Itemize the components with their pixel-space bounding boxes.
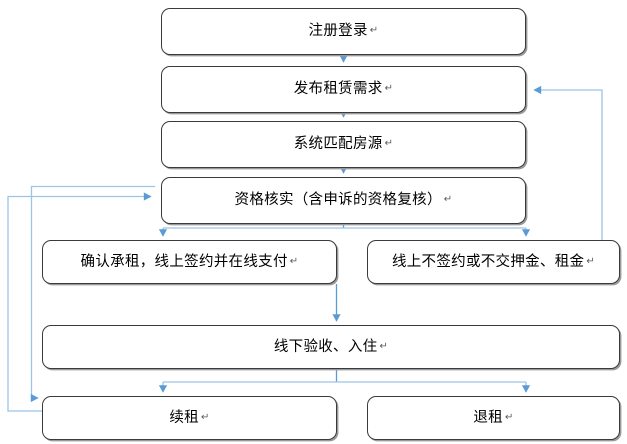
- node-terminate-lease[interactable]: 退租↵: [367, 396, 620, 440]
- node-label: 资格核实（含申诉的资格复核）↵: [234, 192, 453, 209]
- node-label: 退租↵: [473, 409, 514, 426]
- node-system-match-listing[interactable]: 系统匹配房源↵: [161, 121, 526, 168]
- node-qualification-verification[interactable]: 资格核实（含申诉的资格复核）↵: [161, 177, 526, 224]
- node-label: 系统匹配房源↵: [293, 136, 394, 153]
- node-no-sign-no-deposit[interactable]: 线上不签约或不交押金、租金↵: [367, 240, 620, 284]
- node-label: 线上不签约或不交押金、租金↵: [391, 253, 596, 270]
- pilcrow-mark: ↵: [384, 138, 394, 150]
- node-register-login[interactable]: 注册登录↵: [161, 8, 526, 55]
- pilcrow-mark: ↵: [369, 25, 379, 37]
- node-label: 发布租赁需求↵: [293, 81, 394, 98]
- pilcrow-mark: ↵: [384, 83, 394, 95]
- node-label: 确认承租，线上签约并在线支付↵: [80, 253, 299, 270]
- pilcrow-mark: ↵: [504, 411, 514, 423]
- node-label: 注册登录↵: [308, 23, 379, 40]
- pilcrow-mark: ↵: [379, 340, 389, 352]
- node-renew-lease[interactable]: 续租↵: [42, 396, 337, 440]
- edge-renew-back-to-verify-outer: [7, 192, 152, 412]
- node-confirm-lease-sign-pay[interactable]: 确认承租，线上签约并在线支付↵: [42, 240, 337, 284]
- pilcrow-mark: ↵: [200, 411, 210, 423]
- pilcrow-mark: ↵: [586, 255, 596, 267]
- node-label: 线下验收、入住↵: [273, 338, 389, 355]
- pilcrow-mark: ↵: [289, 255, 299, 267]
- node-publish-rental-demand[interactable]: 发布租赁需求↵: [161, 66, 526, 113]
- pilcrow-mark: ↵: [443, 194, 453, 206]
- node-label: 续租↵: [169, 409, 210, 426]
- node-offline-inspection-movein[interactable]: 线下验收、入住↵: [42, 325, 620, 369]
- edge-nosign-back-to-publish: [533, 85, 603, 242]
